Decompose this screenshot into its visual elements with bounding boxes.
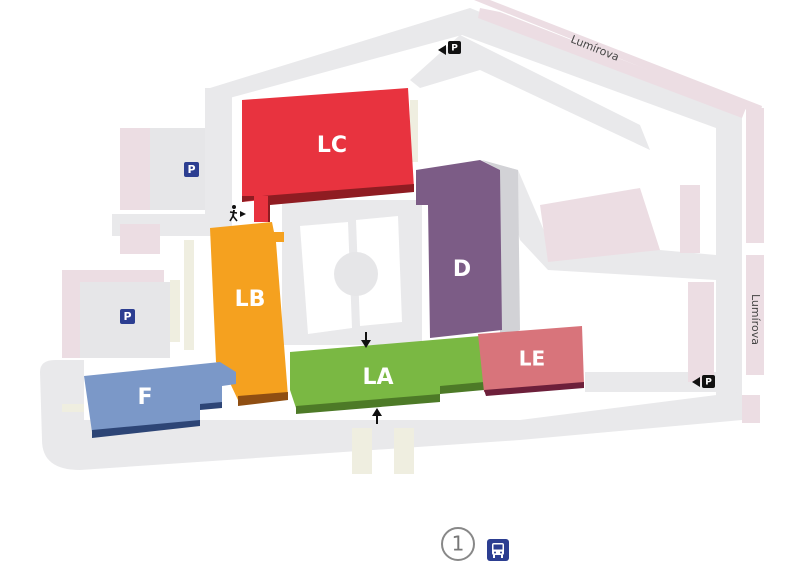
road-left-vertical <box>205 88 232 228</box>
building-le[interactable]: LE <box>478 326 584 396</box>
parking-icon <box>448 41 461 54</box>
strip-right-1 <box>746 108 764 243</box>
parking-label: P <box>705 378 712 388</box>
building-f-side <box>92 420 200 438</box>
building-la-side-2 <box>440 382 484 394</box>
bus-stop-icon <box>487 539 509 561</box>
building-f[interactable]: F <box>84 362 236 438</box>
pedestrian-entrance[interactable] <box>229 205 246 222</box>
parking-entrance-right[interactable]: P <box>692 375 715 388</box>
strip-east-b <box>688 282 714 382</box>
strip-east-a <box>680 185 700 253</box>
building-lb[interactable]: LB <box>210 222 288 406</box>
parking-lot-nw-b <box>120 224 160 254</box>
transit-stop[interactable]: 1 <box>441 527 509 561</box>
building-la-label: LA <box>362 365 393 390</box>
building-le-roof <box>478 326 584 392</box>
building-lc-label: LC <box>317 133 347 158</box>
building-d-label: D <box>453 257 471 282</box>
stop-number: 1 <box>452 532 465 556</box>
building-la[interactable]: LA <box>290 336 484 414</box>
parking-entrance-top[interactable]: P <box>438 41 461 55</box>
building-d[interactable]: D <box>416 160 502 338</box>
building-la-side <box>296 394 440 414</box>
building-la-roof <box>290 336 484 408</box>
courtyard-fountain <box>334 252 378 296</box>
la-entrance-south[interactable] <box>372 408 382 424</box>
grass-strip-4 <box>394 428 414 474</box>
building-lc[interactable]: LC <box>242 88 414 222</box>
courtyard-tile-left <box>300 222 352 334</box>
strip-top-street <box>478 8 746 118</box>
grass-strip-1 <box>184 240 194 350</box>
grass-strip-2 <box>170 280 180 342</box>
building-lc-side <box>242 184 414 222</box>
building-le-side <box>484 382 584 396</box>
parking-icon <box>184 162 199 177</box>
parking-icon <box>702 375 715 388</box>
strip-top-street-2 <box>474 0 762 115</box>
street-right <box>716 255 742 420</box>
parking-icon <box>120 309 135 324</box>
street-label-right: Lumírova <box>749 294 762 345</box>
entrance-arrow-icon <box>361 340 371 348</box>
stop-number-circle <box>441 527 475 561</box>
road-bottom <box>40 360 742 470</box>
la-entrance-north[interactable] <box>361 332 371 348</box>
grass-strip-6 <box>62 404 84 412</box>
parking-marker-w[interactable]: P <box>120 309 135 324</box>
building-f-label: F <box>137 385 152 410</box>
parking-label: P <box>451 44 458 54</box>
building-lc-annex <box>254 196 268 222</box>
entrance-arrow-icon <box>692 377 700 387</box>
building-d-roof <box>416 160 502 338</box>
road-diagonal <box>410 35 650 150</box>
building-lc-roof <box>242 88 414 202</box>
courtyard <box>282 200 422 345</box>
building-lb-label: LB <box>235 287 266 312</box>
parking-label: P <box>123 310 131 323</box>
courtyard-tile-right <box>356 216 402 326</box>
road-east <box>585 372 716 392</box>
street-top <box>210 8 742 255</box>
building-le-label: LE <box>519 347 545 371</box>
entrance-arrow-icon <box>372 408 382 416</box>
parking-lot-fills <box>80 128 205 358</box>
parking-marker-nw[interactable]: P <box>184 162 199 177</box>
entrance-arrow-icon <box>438 45 446 55</box>
greenery <box>62 100 418 474</box>
grass-strip-3 <box>352 428 372 474</box>
strip-right-2 <box>746 255 764 375</box>
parking-label: P <box>187 163 195 176</box>
building-f-roof <box>84 362 236 432</box>
strip-east-c <box>540 188 660 262</box>
pedestrian-entrance-icon <box>229 205 246 222</box>
grass-strip-5 <box>410 100 418 162</box>
building-lb-side <box>238 392 288 406</box>
strip-right-3 <box>742 395 760 423</box>
building-f-side-2 <box>200 402 222 410</box>
building-lb-roof <box>210 222 288 400</box>
road-network <box>40 8 742 470</box>
